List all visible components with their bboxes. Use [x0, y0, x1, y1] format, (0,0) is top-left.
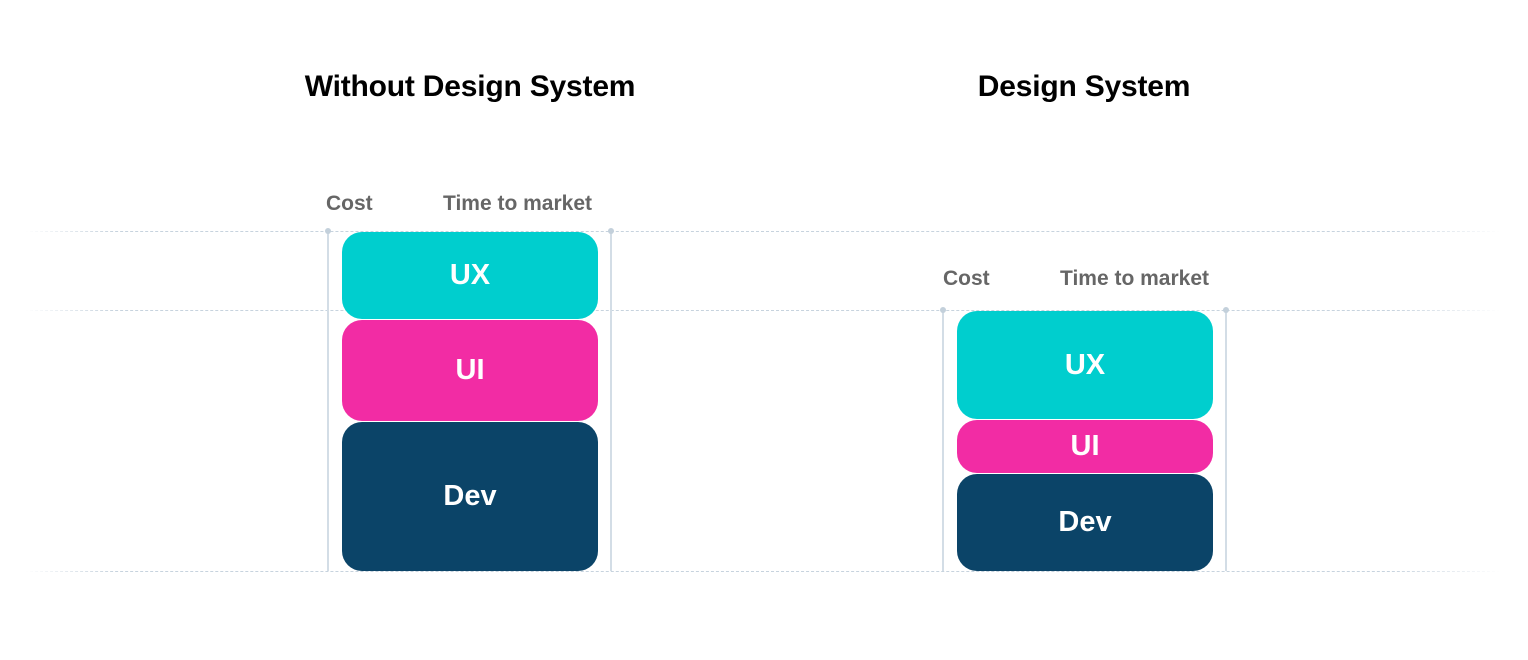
guide-line-top — [25, 231, 1500, 232]
time-axis-line — [1225, 310, 1227, 571]
guide-line-baseline — [25, 571, 1500, 572]
ui-block-label: UI — [455, 354, 485, 386]
dev-block: Dev — [342, 422, 598, 571]
dev-block: Dev — [957, 474, 1213, 571]
cost-axis-dot — [325, 228, 331, 234]
time-axis-dot — [608, 228, 614, 234]
diagram-title: Design System — [977, 70, 1191, 103]
time-axis-line — [610, 231, 612, 571]
ui-block-label: UI — [1070, 430, 1100, 462]
time-to-market-label: Time to market — [1060, 267, 1209, 290]
cost-label: Cost — [326, 192, 373, 215]
cost-axis-dot — [940, 307, 946, 313]
ux-block: UX — [342, 232, 598, 319]
cost-axis-line — [327, 231, 329, 571]
diagram-title: Without Design System — [304, 70, 636, 103]
guide-line-middle — [25, 310, 1500, 311]
dev-block-label: Dev — [443, 480, 497, 512]
time-axis-dot — [1223, 307, 1229, 313]
ui-block: UI — [342, 320, 598, 421]
cost-axis-line — [942, 310, 944, 571]
ux-block-label: UX — [449, 259, 491, 291]
ux-block: UX — [957, 311, 1213, 419]
cost-label: Cost — [943, 267, 990, 290]
dev-block-label: Dev — [1058, 506, 1112, 538]
ui-block: UI — [957, 420, 1213, 473]
ux-block-label: UX — [1064, 348, 1106, 381]
time-to-market-label: Time to market — [443, 192, 592, 215]
